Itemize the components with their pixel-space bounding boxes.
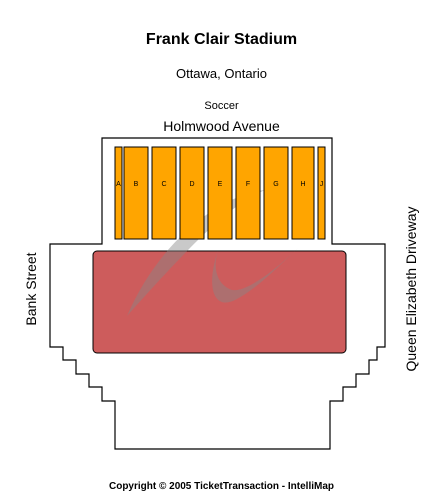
section-d-block[interactable] xyxy=(179,146,205,240)
section-c[interactable]: C xyxy=(151,146,177,240)
section-g-block[interactable] xyxy=(263,146,289,240)
section-d-label: D xyxy=(189,181,194,188)
section-f[interactable]: F xyxy=(235,146,261,240)
section-e[interactable]: E xyxy=(207,146,233,240)
street-label-left: Bank Street xyxy=(23,252,39,326)
venue-location: Ottawa, Ontario xyxy=(175,66,268,81)
section-b-block[interactable] xyxy=(123,146,149,240)
section-j-label: J xyxy=(320,181,324,188)
watermark-swoosh-lower xyxy=(212,248,298,303)
section-g-label: G xyxy=(273,181,278,188)
section-a-block[interactable] xyxy=(114,146,123,240)
section-e-label: E xyxy=(218,181,223,188)
copyright-footer: Copyright © 2005 TicketTransaction - Int… xyxy=(108,481,334,492)
section-g[interactable]: G xyxy=(263,146,289,240)
section-b[interactable]: B xyxy=(123,146,149,240)
section-f-label: F xyxy=(246,181,250,188)
section-a[interactable]: A xyxy=(114,146,123,240)
venue-title: Frank Clair Stadium xyxy=(145,31,298,48)
section-h[interactable]: H xyxy=(291,146,315,240)
section-j[interactable]: J xyxy=(317,146,326,240)
section-h-label: H xyxy=(300,181,305,188)
section-j-block[interactable] xyxy=(317,146,326,240)
field xyxy=(92,250,347,354)
section-h-block[interactable] xyxy=(291,146,315,240)
section-e-block[interactable] xyxy=(207,146,233,240)
street-label-top: Holmwood Avenue xyxy=(163,118,280,134)
section-a-label: A xyxy=(116,181,121,188)
section-b-label: B xyxy=(134,181,139,188)
event-type: Soccer xyxy=(204,100,239,112)
section-f-block[interactable] xyxy=(235,146,261,240)
street-label-right: Queen Elizabeth Driveway xyxy=(403,206,419,372)
section-d[interactable]: D xyxy=(179,146,205,240)
section-c-label: C xyxy=(161,181,166,188)
section-c-block[interactable] xyxy=(151,146,177,240)
